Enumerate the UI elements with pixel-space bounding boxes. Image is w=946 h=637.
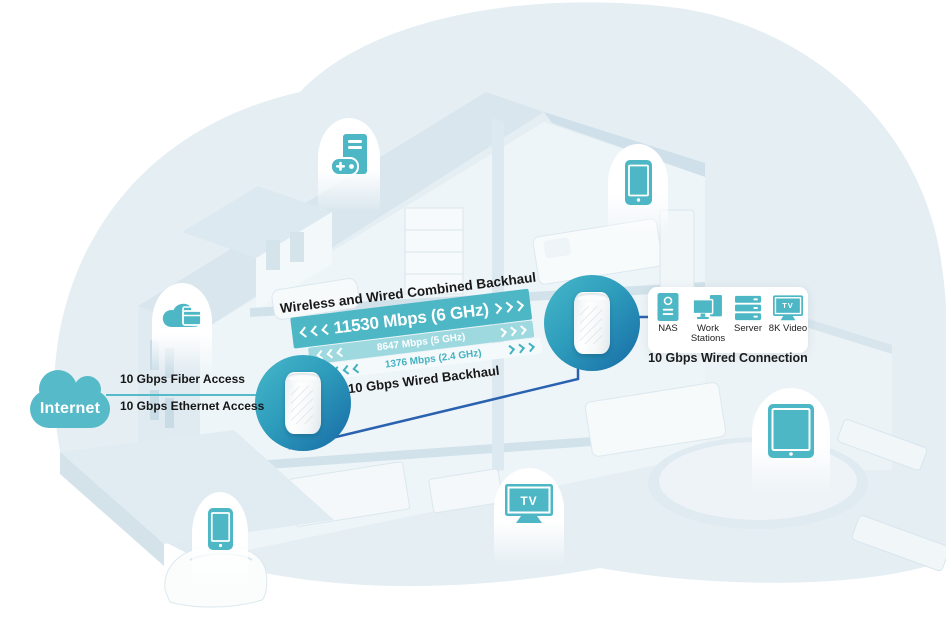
- wired-devices-panel: NAS Work Stations Server TV 8K Video: [648, 287, 808, 353]
- device-nas: NAS: [648, 293, 688, 334]
- pin-smartphone-upstairs: [608, 144, 668, 236]
- chevron-right-icon: [496, 325, 527, 338]
- ethernet-access-label: 10 Gbps Ethernet Access: [120, 399, 265, 413]
- tablet-icon: [768, 404, 814, 458]
- chevron-right-icon: [490, 299, 524, 314]
- pin-tablet-poolside: [752, 388, 830, 494]
- smartphone-icon: [624, 160, 652, 205]
- device-workstations: Work Stations: [688, 295, 728, 344]
- fiber-access-label: 10 Gbps Fiber Access: [120, 372, 245, 386]
- mesh-router-main: [255, 355, 351, 451]
- internet-cloud-icon: Internet: [30, 370, 110, 428]
- smartphone-icon: [207, 508, 233, 550]
- wired-connection-caption: 10 Gbps Wired Connection: [648, 351, 808, 365]
- internet-access-line: [106, 394, 258, 396]
- pin-tv-basement: TV: [494, 468, 564, 566]
- workstations-icon: [693, 295, 723, 321]
- device-server: Server: [728, 295, 768, 334]
- tv-icon: TV: [505, 484, 553, 523]
- chevron-left-icon: [298, 323, 333, 338]
- pin-cloud-storage: [152, 283, 212, 375]
- internet-label: Internet: [39, 400, 101, 417]
- deco-router-icon: [285, 372, 321, 434]
- gaming-pc-icon: [330, 134, 367, 176]
- 8k-video-icon: TV: [773, 295, 803, 321]
- mesh-router-satellite: [544, 275, 640, 371]
- pin-gaming-pc: [318, 118, 380, 212]
- svg-text:TV: TV: [520, 494, 537, 508]
- server-icon: [735, 295, 761, 321]
- device-label: Server: [734, 323, 762, 334]
- device-8k-video: TV 8K Video: [768, 295, 808, 334]
- cloud-storage-icon: [162, 303, 202, 327]
- device-label: NAS: [658, 323, 678, 334]
- pin-smartphone-garage: [192, 492, 248, 590]
- device-label: 8K Video: [768, 323, 808, 334]
- svg-text:TV: TV: [782, 301, 793, 310]
- chevron-right-icon: [504, 342, 535, 355]
- nas-icon: [657, 293, 679, 321]
- device-label: Work Stations: [690, 323, 726, 344]
- deco-router-icon: [574, 292, 610, 354]
